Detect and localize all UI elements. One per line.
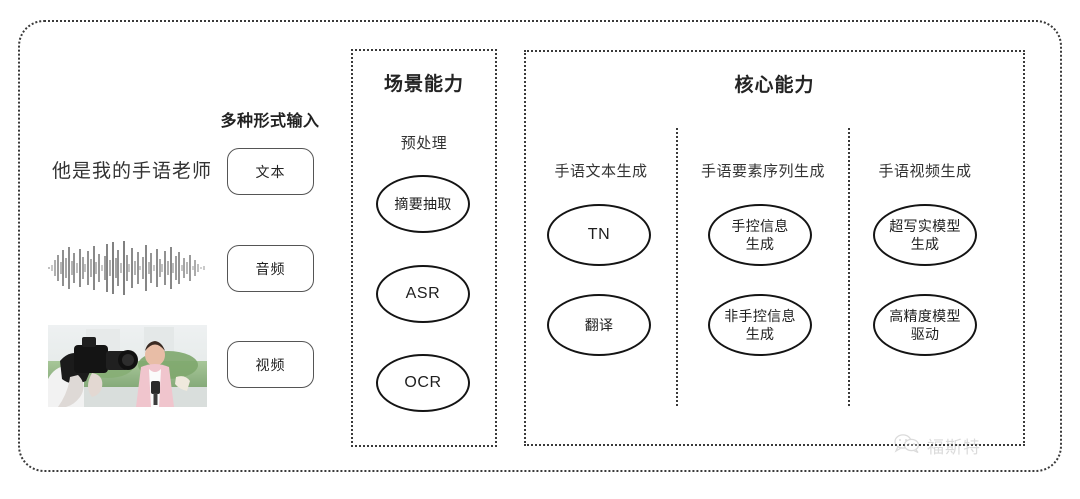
node-translation-label: 翻译 [584,317,614,333]
modality-pill-video[interactable]: 视频 [227,341,314,388]
sample-sentence-text: 他是我的手语老师 [51,161,212,182]
core-column-title-sign-video-generation: 手语视频生成 [878,163,972,180]
node-ocr[interactable]: OCR [376,354,470,412]
core-capability-panel [524,50,1025,446]
node-non-manual-info-generation-label: 非手控信息 生成 [724,308,796,342]
modality-pill-text-label: 文本 [255,163,286,180]
node-high-precision-model-driving[interactable]: 高精度模型 驱动 [873,294,977,356]
node-translation[interactable]: 翻译 [547,294,651,356]
core-column-title-sign-element-sequence-generation: 手语要素序列生成 [700,163,825,180]
node-hyperrealistic-model-generation[interactable]: 超写实模型 生成 [873,204,977,266]
modality-pill-audio[interactable]: 音频 [227,245,314,292]
node-hyperrealistic-model-generation-label: 超写实模型 生成 [889,218,961,252]
modality-pill-text[interactable]: 文本 [227,148,314,195]
core-column-divider-1 [676,128,678,406]
scene-capability-title: 场景能力 [383,74,464,95]
scene-capability-subtitle: 预处理 [400,135,448,152]
node-high-precision-model-driving-label: 高精度模型 驱动 [889,308,961,342]
input-section-heading: 多种形式输入 [220,113,320,130]
modality-pill-audio-label: 音频 [255,260,286,277]
modality-pill-video-label: 视频 [255,356,286,373]
video-thumbnail-image [48,325,207,407]
node-asr[interactable]: ASR [376,265,470,323]
node-tn-label: TN [587,226,611,243]
node-non-manual-info-generation[interactable]: 非手控信息 生成 [708,294,812,356]
watermark-text: 福斯特 [927,438,981,457]
node-summary-extraction-label: 摘要抽取 [394,196,452,212]
node-ocr-label: OCR [404,374,442,391]
watermark: 福斯特 [893,433,981,458]
outer-frame [18,20,1062,472]
node-tn[interactable]: TN [547,204,651,266]
core-capability-title: 核心能力 [734,75,815,96]
node-summary-extraction[interactable]: 摘要抽取 [376,175,470,233]
node-manual-info-generation-label: 手控信息 生成 [731,218,789,252]
node-asr-label: ASR [405,285,441,302]
core-column-divider-2 [848,128,850,406]
scene-capability-panel [351,49,497,447]
core-column-title-sign-text-generation: 手语文本生成 [554,163,648,180]
audio-waveform-icon [47,238,207,298]
node-manual-info-generation[interactable]: 手控信息 生成 [708,204,812,266]
wechat-bubbles-icon [893,433,921,458]
